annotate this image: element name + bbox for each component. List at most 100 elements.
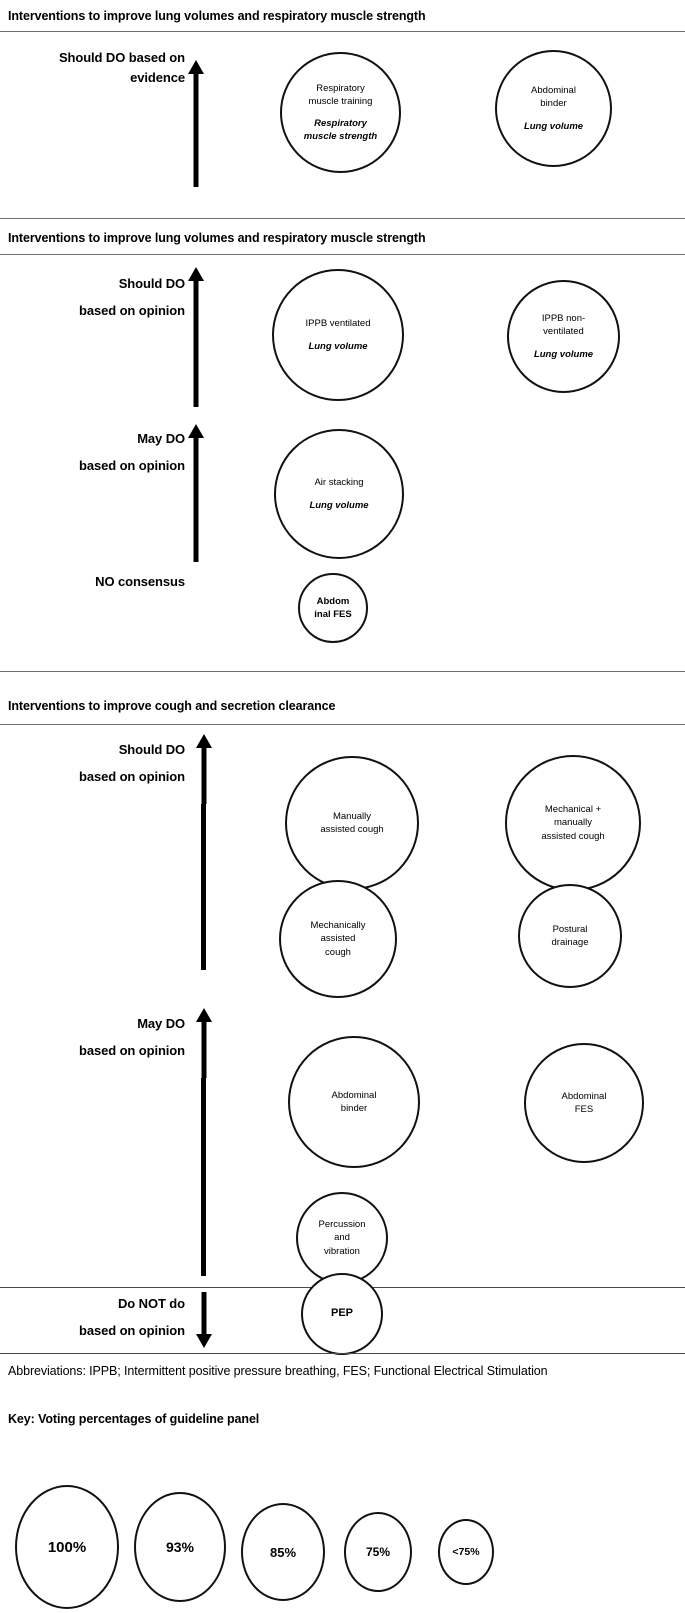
bubble-name-line: PEP <box>330 1307 353 1320</box>
bubble-percussion-and-vibration[interactable]: Percussion and vibration <box>296 1192 388 1284</box>
arrow-head-up-icon <box>188 60 204 74</box>
panel-3-title: Interventions to improve cough and secre… <box>8 699 336 713</box>
panel-3-up-arrow-should-do <box>196 734 212 804</box>
panel-2-level-no-consensus-label: NO consensus <box>10 572 185 592</box>
arrow-head-up-icon <box>188 424 204 438</box>
panel-2-level-may-do-opinion-label: May DO based on opinion <box>10 425 185 480</box>
bubble-name-line: FES <box>574 1104 594 1115</box>
panel-1-up-arrow <box>188 60 204 187</box>
bubble-abdominal-fes-lung-volume[interactable]: Abdom inal FES <box>298 573 368 643</box>
bubble-name-line: Air stacking <box>314 477 364 489</box>
bubble-name-line: inal FES <box>314 609 352 620</box>
bubble-name-line: IPPB non- <box>541 313 586 325</box>
arrow-head-up-icon <box>188 267 204 281</box>
bubble-name-line: assisted cough <box>320 824 384 835</box>
bubble-ippb-ventilated[interactable]: IPPB ventilated Lung volume <box>272 269 404 401</box>
bubble-outcome-line: muscle strength <box>303 131 378 143</box>
bubble-air-stacking[interactable]: Air stacking Lung volume <box>274 429 404 559</box>
bubble-outcome-line: Lung volume <box>308 340 368 352</box>
label-line-2: based on opinion <box>78 1043 185 1059</box>
label-line-1: NO consensus <box>95 574 185 589</box>
panel-1-title: Interventions to improve lung volumes an… <box>8 9 426 23</box>
bubble-name-line: binder <box>340 1103 368 1114</box>
panel-2-level-should-do-opinion-label: Should DO based on opinion <box>10 270 185 325</box>
bubble-name-line: manually <box>553 817 593 829</box>
arrow-shaft <box>201 746 207 804</box>
arrow-shaft <box>201 1020 207 1078</box>
panel-3-up-arrow-may-do <box>196 1008 212 1078</box>
bubble-name-line: Abdominal <box>561 1090 607 1102</box>
bubble-pep[interactable]: PEP <box>301 1273 383 1355</box>
arrow-head-up-icon <box>196 734 212 748</box>
panel-2-up-arrow-should-do <box>188 267 204 407</box>
bubble-abdominal-fes-cough[interactable]: Abdominal FES <box>524 1043 644 1163</box>
abbreviations-text: Abbreviations: IPPB; Intermittent positi… <box>8 1364 548 1378</box>
arrow-head-down-icon <box>196 1334 212 1348</box>
bubble-name-line: Percussion <box>318 1219 366 1231</box>
label-line-1: May DO <box>137 431 185 446</box>
bubble-abdominal-binder-cough[interactable]: Abdominal binder <box>288 1036 420 1168</box>
key-bubble-label: <75% <box>452 1546 480 1558</box>
label-line-1: Do NOT do <box>118 1296 185 1311</box>
arrow-shaft <box>193 436 199 562</box>
bubble-name-line: assisted cough <box>541 830 605 842</box>
bubble-name-line: Postural <box>552 923 588 935</box>
panel-3-title-rule <box>0 724 685 725</box>
key-bubble-85[interactable]: 85% <box>241 1503 325 1601</box>
bubble-name-line: drainage <box>551 937 589 948</box>
bubble-name-line: Abdominal <box>531 85 576 97</box>
label-line-1: Should DO <box>118 276 185 291</box>
label-line-1: Should DO <box>118 742 185 757</box>
bubble-name-line: Abdom <box>316 595 350 607</box>
arrow-shaft <box>193 72 199 187</box>
key-bubble-under-75[interactable]: <75% <box>438 1519 494 1585</box>
panel-1-title-rule <box>0 31 685 32</box>
bubble-outcome-line: Lung volume <box>309 499 369 511</box>
bubble-name-line: IPPB ventilated <box>305 318 371 330</box>
bubble-name-line: Mechanically <box>310 920 366 932</box>
panel-2-bottom-rule <box>0 671 685 672</box>
bubble-name-line: ventilated <box>543 326 584 338</box>
panel-1-level-should-do-evidence-label: Should DO based on evidence <box>10 48 185 88</box>
panel-2-title: Interventions to improve lung volumes an… <box>8 231 426 245</box>
key-bubble-75[interactable]: 75% <box>344 1512 412 1592</box>
bubble-name-line: cough <box>325 946 351 958</box>
bubble-name-line: Mechanical + <box>544 804 602 816</box>
panel-3-may-do-arrow-shaft-extension <box>201 1078 206 1276</box>
bubble-outcome-line: Lung volume <box>533 348 594 360</box>
arrow-head-up-icon <box>196 1008 212 1022</box>
bubble-manually-assisted-cough[interactable]: Manually assisted cough <box>285 756 419 890</box>
bubble-ippb-non-ventilated[interactable]: IPPB non- ventilated Lung volume <box>507 280 620 393</box>
panel-2-title-rule <box>0 254 685 255</box>
label-line-2: evidence <box>130 70 185 86</box>
bubble-name-line: and <box>334 1232 350 1244</box>
bubble-name-line: muscle training <box>308 95 373 107</box>
bubble-postural-drainage[interactable]: Postural drainage <box>518 884 622 988</box>
bubble-mechanical-plus-manually-assisted-cough[interactable]: Mechanical + manually assisted cough <box>505 755 641 891</box>
key-bubble-93[interactable]: 93% <box>134 1492 226 1602</box>
panel-2-up-arrow-may-do <box>188 424 204 562</box>
bubble-name-line: binder <box>540 98 567 110</box>
bubble-mechanically-assisted-cough[interactable]: Mechanically assisted cough <box>279 880 397 998</box>
panel-3-bottom-rule <box>0 1353 685 1354</box>
panel-3-down-arrow-do-not-do <box>196 1292 212 1348</box>
panel-3-level-do-not-do-label: Do NOT do based on opinion <box>10 1290 185 1345</box>
arrow-shaft <box>193 279 199 407</box>
key-bubble-label: 100% <box>47 1538 87 1556</box>
key-bubble-label: 85% <box>269 1544 297 1560</box>
label-line-1: May DO <box>137 1016 185 1031</box>
bubble-outcome-line: Lung volume <box>523 120 584 132</box>
key-bubble-100[interactable]: 100% <box>15 1485 119 1609</box>
panel-1-bottom-rule <box>0 218 685 219</box>
bubble-respiratory-muscle-training[interactable]: Respiratory muscle training Respiratory … <box>280 52 401 173</box>
label-line-2: based on opinion <box>78 303 185 319</box>
bubble-abdominal-binder-lung-volume[interactable]: Abdominal binder Lung volume <box>495 50 612 167</box>
key-bubble-label: 93% <box>165 1539 195 1555</box>
bubble-name-line: Respiratory <box>316 82 365 94</box>
arrow-shaft <box>201 1292 207 1336</box>
panel-3-should-do-arrow-shaft-extension <box>201 804 206 970</box>
label-line-2: based on opinion <box>78 458 185 474</box>
panel-3-level-should-do-opinion-label: Should DO based on opinion <box>10 736 185 791</box>
key-title: Key: Voting percentages of guideline pan… <box>8 1412 260 1426</box>
label-line-1: Should DO based on <box>58 50 185 65</box>
